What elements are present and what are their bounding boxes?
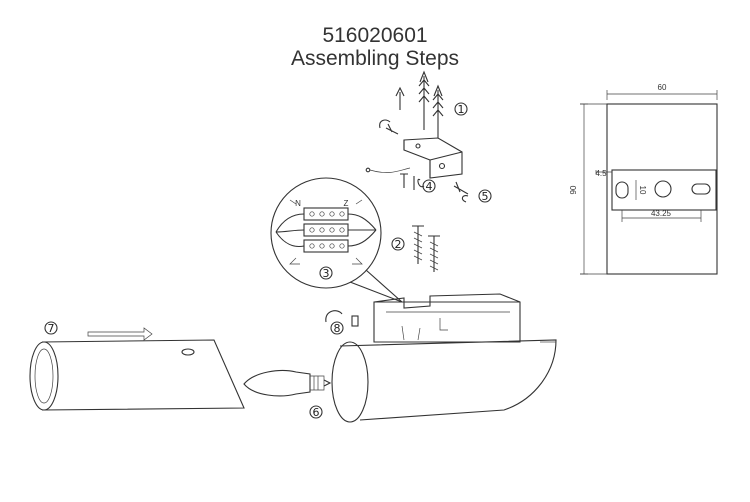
step-4-marker: 4 bbox=[422, 179, 436, 193]
diagram-title: Assembling Steps bbox=[290, 47, 460, 70]
step-7-marker: 7 bbox=[44, 321, 58, 335]
step-5-marker: 5 bbox=[478, 189, 492, 203]
step-8-label: 8 bbox=[334, 322, 341, 335]
lamp-shade bbox=[29, 339, 245, 411]
canopy-box bbox=[373, 293, 521, 343]
step-4-label: 4 bbox=[426, 180, 433, 193]
wall-plugs bbox=[395, 70, 444, 138]
dimension-offset: 4.5 bbox=[595, 169, 607, 178]
mounting-bracket bbox=[365, 119, 463, 190]
dimension-slot: 10 bbox=[638, 186, 647, 195]
step-8-marker: 8 bbox=[330, 321, 344, 335]
step-1-marker: 1 bbox=[454, 102, 468, 116]
step-3-marker: 3 bbox=[319, 266, 333, 280]
candle-bulb bbox=[243, 369, 332, 397]
step-6-label: 6 bbox=[313, 406, 320, 419]
terminal-right-label: Z bbox=[344, 199, 349, 208]
terminal-left-label: N bbox=[295, 199, 301, 208]
step-2-label: 2 bbox=[395, 238, 402, 251]
bracket-technical-drawing bbox=[580, 90, 718, 275]
dimension-width: 60 bbox=[658, 83, 667, 92]
dimension-spacing: 43.25 bbox=[651, 209, 672, 218]
step-7-label: 7 bbox=[48, 322, 55, 335]
step-6-marker: 6 bbox=[309, 405, 323, 419]
step-5-label: 5 bbox=[482, 190, 489, 203]
lamp-body bbox=[331, 339, 557, 423]
step-2-marker: 2 bbox=[391, 237, 405, 251]
step-1-label: 1 bbox=[458, 103, 465, 116]
step-3-label: 3 bbox=[323, 267, 330, 280]
model-code: 516020601 bbox=[322, 24, 428, 47]
rotate-connector bbox=[325, 310, 359, 327]
wood-screws bbox=[412, 225, 440, 272]
dimension-height: 90 bbox=[569, 185, 578, 194]
slide-arrow bbox=[87, 327, 153, 341]
terminal-block-detail: N Z bbox=[270, 177, 403, 303]
side-screw bbox=[453, 181, 469, 203]
